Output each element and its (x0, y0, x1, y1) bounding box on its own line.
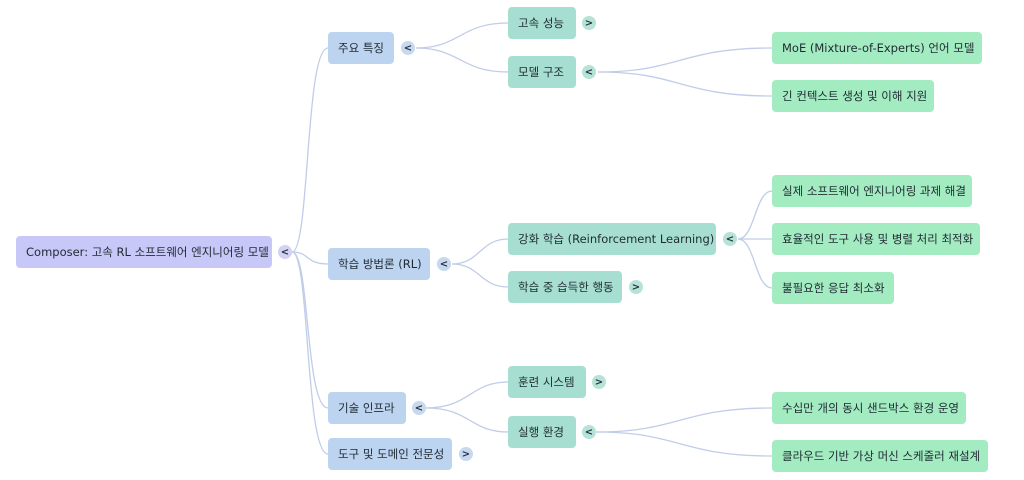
learned-expand-icon[interactable]: > (629, 280, 643, 294)
env-collapse-icon[interactable]: < (582, 425, 596, 439)
node-rl-label: 강화 학습 (Reinforcement Learning) (518, 232, 715, 246)
infra-collapse-icon[interactable]: < (412, 401, 426, 415)
node-training-label: 훈련 시스템 (518, 375, 575, 389)
node-speed[interactable]: 고속 성능 (508, 7, 576, 39)
node-rl[interactable]: 강화 학습 (Reinforcement Learning) (508, 223, 716, 255)
link-root-features (291, 47, 329, 253)
node-training[interactable]: 훈련 시스템 (508, 366, 586, 398)
node-moe-label: MoE (Mixture-of-Experts) 언어 모델 (782, 41, 975, 55)
node-context-label: 긴 컨텍스트 생성 및 이해 지원 (782, 89, 928, 103)
link-rl-item1 (737, 190, 773, 240)
node-features[interactable]: 주요 특징 (328, 32, 394, 64)
link-structure-context (597, 71, 773, 97)
node-learned[interactable]: 학습 중 습득한 행동 (508, 271, 622, 303)
node-learned-label: 학습 중 습득한 행동 (518, 280, 614, 294)
root-label: Composer: 고속 RL 소프트웨어 엔지니어링 모델 (26, 245, 269, 259)
node-moe[interactable]: MoE (Mixture-of-Experts) 언어 모델 (772, 32, 982, 64)
node-structure[interactable]: 모델 구조 (508, 56, 576, 88)
node-rl-item-3-label: 불필요한 응답 최소화 (782, 281, 885, 295)
node-rl-item-2[interactable]: 효율적인 도구 사용 및 병렬 처리 최적화 (772, 223, 980, 255)
node-infra-label: 기술 인프라 (338, 401, 395, 415)
node-env[interactable]: 실행 환경 (508, 416, 576, 448)
link-method-rl (451, 238, 509, 265)
link-root-infra (291, 251, 329, 409)
node-env-item-2-label: 클라우드 기반 가상 머신 스케줄러 재설계 (782, 449, 981, 463)
node-infra[interactable]: 기술 인프라 (328, 392, 406, 424)
node-tools-label: 도구 및 도메인 전문성 (338, 447, 445, 461)
node-context[interactable]: 긴 컨텍스트 생성 및 이해 지원 (772, 80, 934, 112)
node-rl-item-2-label: 효율적인 도구 사용 및 병렬 처리 최적화 (782, 232, 974, 246)
link-env-item2 (595, 431, 773, 457)
node-rl-item-3[interactable]: 불필요한 응답 최소화 (772, 272, 894, 304)
node-method-label: 학습 방법론 (RL) (338, 257, 422, 271)
rl-collapse-icon[interactable]: < (723, 232, 737, 246)
link-infra-env (425, 407, 509, 433)
link-root-method (291, 251, 329, 265)
link-features-structure (415, 47, 509, 73)
node-speed-label: 고속 성능 (518, 16, 564, 30)
link-rl-item3 (737, 238, 773, 289)
link-structure-moe (597, 47, 773, 73)
tools-expand-icon[interactable]: > (459, 447, 473, 461)
link-infra-training (425, 381, 509, 409)
structure-collapse-icon[interactable]: < (582, 65, 596, 79)
link-env-item1 (595, 407, 773, 433)
link-features-speed (415, 22, 509, 49)
node-method[interactable]: 학습 방법론 (RL) (328, 248, 430, 280)
speed-expand-icon[interactable]: > (582, 16, 596, 30)
link-root-tools (291, 251, 329, 455)
features-collapse-icon[interactable]: < (401, 41, 415, 55)
node-features-label: 주요 특징 (338, 41, 384, 55)
root-collapse-icon[interactable]: < (278, 245, 292, 259)
link-method-learned (451, 263, 509, 288)
node-env-item-1-label: 수십만 개의 동시 샌드박스 환경 운영 (782, 401, 959, 415)
node-tools[interactable]: 도구 및 도메인 전문성 (328, 438, 452, 470)
node-structure-label: 모델 구조 (518, 65, 564, 79)
node-rl-item-1[interactable]: 실제 소프트웨어 엔지니어링 과제 해결 (772, 175, 972, 207)
training-expand-icon[interactable]: > (592, 375, 606, 389)
node-env-label: 실행 환경 (518, 425, 564, 439)
node-rl-item-1-label: 실제 소프트웨어 엔지니어링 과제 해결 (782, 184, 966, 198)
node-env-item-2[interactable]: 클라우드 기반 가상 머신 스케줄러 재설계 (772, 440, 988, 472)
method-collapse-icon[interactable]: < (437, 257, 451, 271)
root-node[interactable]: Composer: 고속 RL 소프트웨어 엔지니어링 모델 (16, 236, 272, 268)
node-env-item-1[interactable]: 수십만 개의 동시 샌드박스 환경 운영 (772, 392, 966, 424)
